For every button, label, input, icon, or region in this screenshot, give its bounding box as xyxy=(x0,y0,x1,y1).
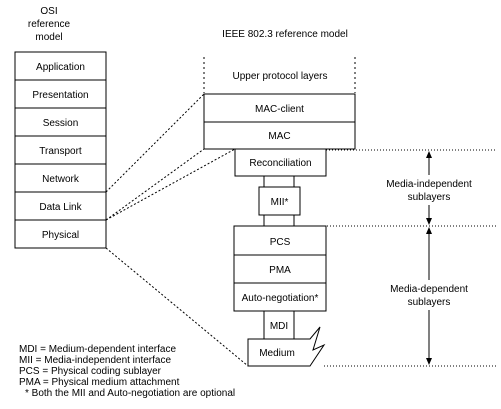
legend-mii: MII = Media-independent interface xyxy=(19,355,171,366)
legend-mdi: MDI = Medium-dependent interface xyxy=(19,344,176,355)
legend-footnote: * Both the MII and Auto-negotiation are … xyxy=(25,388,235,399)
autoneg-label: Auto-negotiation* xyxy=(242,293,319,304)
osi-title-line2: reference xyxy=(28,19,71,30)
pma-label: PMA xyxy=(269,265,291,276)
mdi-label: MDI xyxy=(270,321,288,332)
mac-label: MAC xyxy=(268,131,290,142)
osi-layer-presentation: Presentation xyxy=(32,90,88,101)
osi-stack xyxy=(14,51,107,249)
mii-connector-top xyxy=(263,175,295,188)
upper-protocol-layers-label: Upper protocol layers xyxy=(232,71,327,82)
medium-box xyxy=(247,326,326,367)
arrowhead-up-icon xyxy=(426,227,432,234)
media-independent-label-bg xyxy=(378,175,480,205)
mii-label: MII* xyxy=(271,197,289,208)
media-dependent-label-line2: sublayers xyxy=(408,297,451,308)
media-independent-label-line1: Media-independent xyxy=(386,179,472,190)
arrowhead-down-icon xyxy=(426,358,432,365)
mapping-line-physical-bottom xyxy=(105,247,249,367)
arrowhead-up-icon xyxy=(426,151,432,158)
osi-layer-application: Application xyxy=(36,62,85,73)
media-dependent-label-bg xyxy=(381,280,477,310)
osi-layer-network: Network xyxy=(42,174,80,185)
legend-pma: PMA = Physical medium attachment xyxy=(19,377,180,388)
osi-title-line3: model xyxy=(35,32,62,43)
mapping-line-datalink-bottom xyxy=(105,148,205,221)
media-independent-label-line2: sublayers xyxy=(408,192,451,203)
osi-title-line1: OSI xyxy=(40,6,57,17)
legend-pcs: PCS = Physical coding sublayer xyxy=(19,366,162,377)
reconciliation-label: Reconciliation xyxy=(249,158,311,169)
arrowhead-down-icon xyxy=(426,218,432,225)
mdi-box xyxy=(263,310,295,340)
mac-client-label: MAC-client xyxy=(255,104,304,115)
pma-box xyxy=(233,254,327,284)
pcs-box xyxy=(233,225,327,256)
media-dependent-label-line1: Media-dependent xyxy=(390,284,468,295)
mapping-line-physical-top xyxy=(105,148,236,221)
osi-layer-physical: Physical xyxy=(42,230,79,241)
autoneg-box xyxy=(233,282,327,312)
medium-label: Medium xyxy=(259,348,295,359)
mii-connector-bottom xyxy=(263,214,295,227)
osi-layer-session: Session xyxy=(43,118,79,129)
mapping-line-datalink-top xyxy=(105,93,205,193)
ieee-title: IEEE 802.3 reference model xyxy=(222,29,348,40)
mac-client-box xyxy=(203,93,356,123)
pcs-label: PCS xyxy=(270,237,291,248)
osi-layer-data-link: Data Link xyxy=(39,202,82,213)
osi-layer-transport: Transport xyxy=(39,146,82,157)
